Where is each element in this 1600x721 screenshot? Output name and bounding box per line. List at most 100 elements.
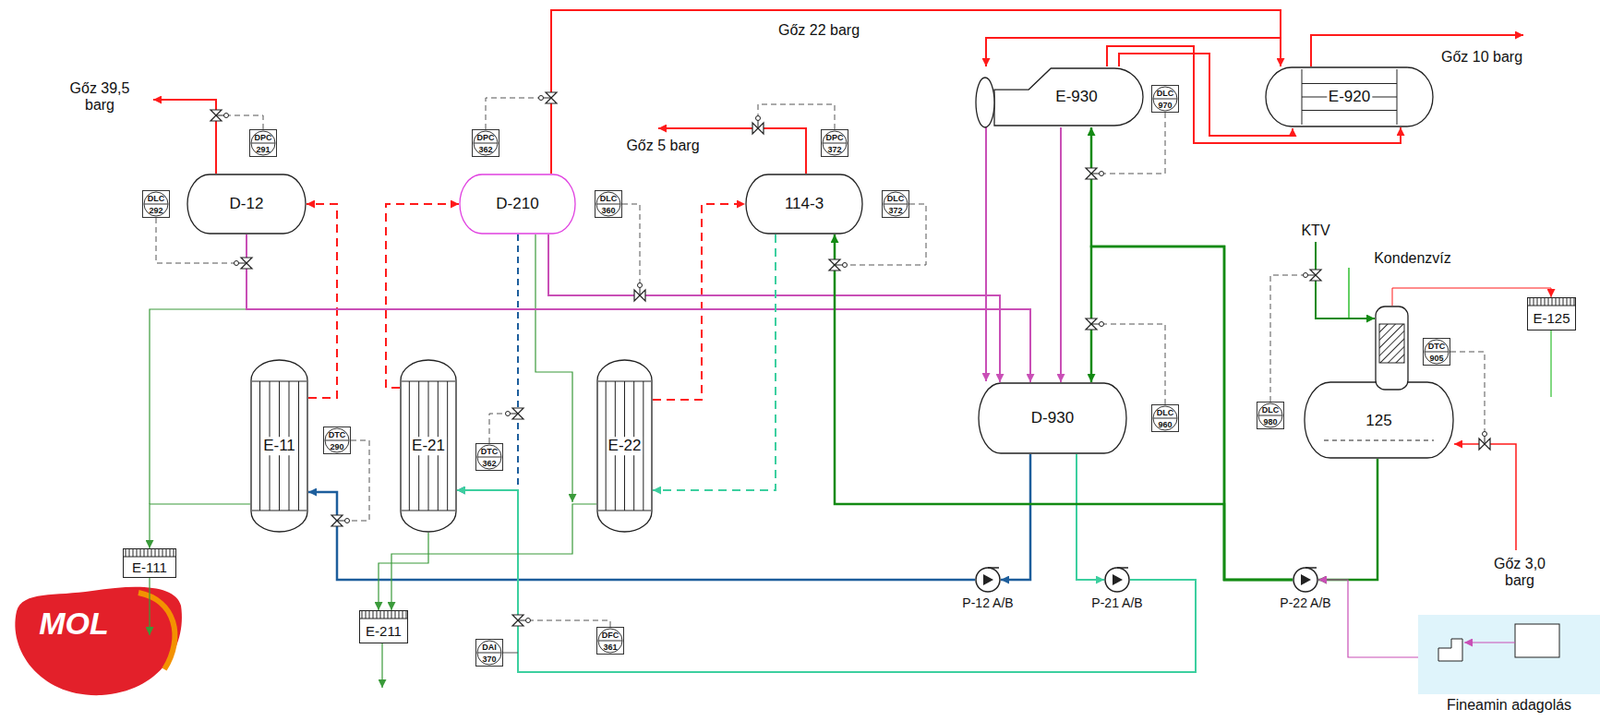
equipment-tag: E-111 [130, 559, 169, 576]
instrument-tag: DLC [1156, 408, 1175, 418]
instrument-tag: 292 [148, 205, 163, 216]
vessel-drum: D-12 [186, 173, 307, 235]
process-line [1091, 127, 1293, 580]
control-valve [539, 92, 558, 104]
instrument-bubble: DLC970 [1151, 84, 1179, 113]
instrument-tag: 290 [329, 442, 344, 452]
deaerator-vessel: 125 [1303, 305, 1455, 459]
pipe-line [985, 127, 987, 382]
process-line [1318, 579, 1419, 658]
instrument-tag: 970 [1157, 100, 1172, 110]
instrument-tag: 905 [1429, 353, 1444, 363]
signal-line [348, 440, 370, 521]
process-line [1076, 454, 1105, 580]
air-cooler: E-211 [359, 610, 409, 644]
logo-shape [14, 587, 182, 696]
instrument-bubble: DTC 905 [1422, 337, 1451, 366]
signal-line [489, 413, 507, 444]
process-line [551, 10, 1281, 174]
instrument-bubble: DPC372 [820, 129, 849, 157]
control-valve [505, 408, 525, 420]
equipment-outline [1292, 566, 1319, 593]
instrument-bubble: DPC291 [249, 129, 277, 157]
instrument-tag: DPC [476, 132, 494, 143]
instrument-tag: DFC [601, 630, 620, 640]
equipment-tag: E-11 [261, 436, 298, 456]
equipment-tag: E-22 [606, 436, 644, 456]
process-line [1059, 127, 1062, 383]
instrument-tag: DTC [1428, 341, 1446, 351]
control-valve [1085, 168, 1105, 180]
process-line [548, 234, 1000, 383]
instrument-tag: 362 [481, 458, 496, 469]
instrument-bubble: DLC980 [1256, 401, 1285, 430]
stream-label: KTV [1299, 222, 1332, 240]
vessel-drum: 114-3 [745, 173, 864, 235]
signal-line [227, 115, 264, 130]
process-line [246, 234, 1031, 383]
pipe-line [1454, 444, 1516, 551]
pipe-line [381, 643, 383, 688]
instrument-tag: DPC [253, 132, 272, 143]
equipment-tag: E-920 [1326, 87, 1372, 107]
pipe-line [148, 577, 150, 636]
equipment-tag: 125 [1363, 411, 1394, 431]
instrument-tag: 960 [1157, 420, 1172, 430]
signal-line [622, 204, 640, 285]
air-cooler: E-111 [122, 548, 177, 578]
instrument-tag: DTC [328, 430, 347, 440]
dosing-unit: Fineamin adagolás [1418, 614, 1600, 695]
logo-text: MOL [36, 605, 111, 642]
process-line [1318, 458, 1378, 580]
instrument-bubble: DFC 361 [596, 626, 625, 655]
pump-symbol: P-21 A/B [1104, 566, 1131, 593]
control-valve [1303, 269, 1323, 281]
instrument-tag: DTC [481, 446, 499, 457]
instrument-bubble: DLC360 [594, 190, 623, 218]
vessel-drum: D-210 [458, 173, 577, 235]
equipment-tag: E-211 [363, 623, 404, 639]
signal-line [529, 620, 611, 627]
instrument-bubble: DLC 960 [1151, 404, 1179, 433]
instrument-tag: DLC [147, 193, 166, 204]
pipe-line [153, 99, 217, 174]
stream-label: Gőz 3,0 barg [1480, 555, 1559, 590]
instrument-bubble: DTC362 [475, 443, 504, 471]
process-line [457, 490, 1196, 673]
instrument-tag: 360 [601, 205, 615, 216]
equipment-outline [974, 566, 1001, 593]
instrument-tag: 362 [478, 144, 493, 155]
process-line [149, 504, 251, 549]
instrument-tag: 372 [888, 205, 903, 216]
control-valve [234, 257, 253, 269]
stream-label: Gőz 5 barg [624, 137, 701, 155]
pipe-line [149, 309, 247, 505]
pipe-line [1315, 241, 1375, 319]
equipment-tag: D-930 [1029, 409, 1076, 428]
kettle-boiler: E-930 [974, 66, 1145, 128]
pump-tag: P-22 A/B [1277, 595, 1333, 611]
air-cooler: E-125 [1527, 297, 1576, 331]
pump-tag: P-12 A/B [960, 595, 1015, 611]
instrument-tag: 370 [481, 654, 496, 664]
instrument-tag: 361 [602, 642, 617, 652]
control-valve [829, 259, 848, 271]
control-valve [512, 614, 531, 626]
instrument-bubble: DLC372 [881, 190, 910, 218]
control-valve [331, 515, 350, 527]
instrument-tag: 372 [827, 144, 842, 155]
control-valve [752, 116, 764, 135]
equipment-tag: D-12 [228, 194, 266, 214]
stream-label: Kondenzvíz [1371, 250, 1454, 267]
instrument-tag: DLC [1262, 405, 1280, 415]
equipment-outline [1418, 614, 1600, 695]
equipment-tag: E-125 [1530, 310, 1572, 326]
process-line [1000, 454, 1031, 580]
vessel-drum: D-930 [977, 382, 1128, 455]
instrument-bubble: DLC292 [142, 190, 170, 218]
instrument-tag: DLC [887, 193, 905, 204]
control-valve [634, 283, 646, 302]
